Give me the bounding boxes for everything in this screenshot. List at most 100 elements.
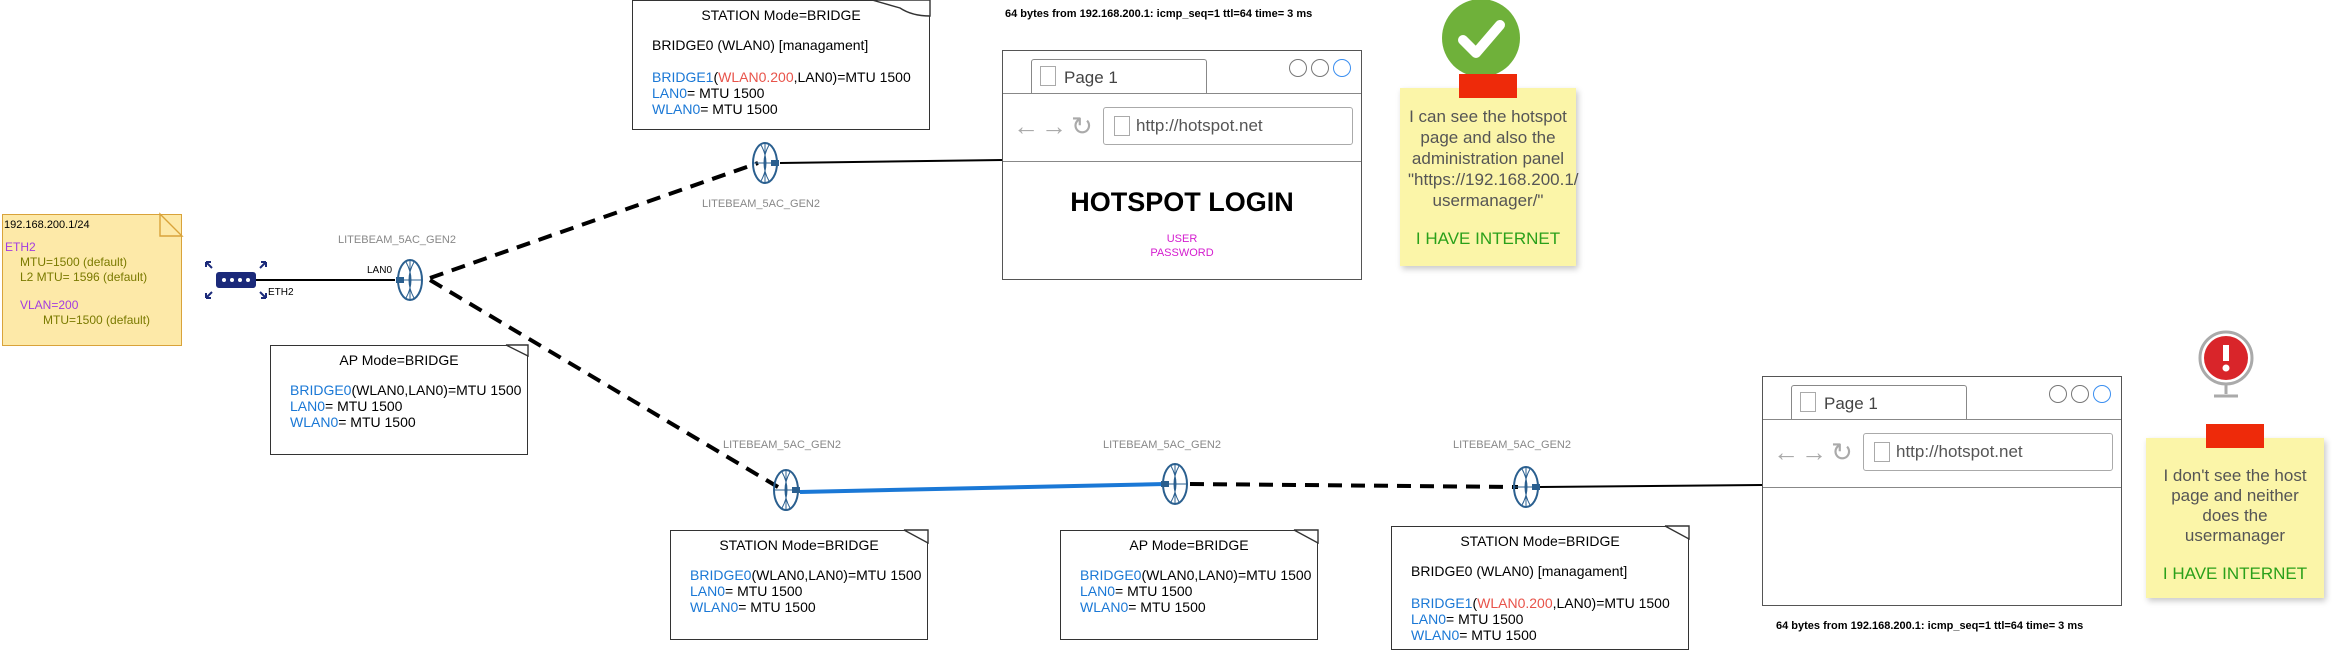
iface-l2mtu: L2 MTU= 1596 (default)	[20, 270, 148, 284]
url-page-icon	[1114, 116, 1130, 136]
window-button-1[interactable]	[2049, 385, 2067, 403]
wlan0-name: WLAN0	[1411, 627, 1460, 643]
wireless-link-top	[429, 161, 759, 280]
wlan0-config: = MTU 1500	[338, 414, 416, 430]
tabbar-divider	[1003, 93, 1361, 94]
wlan0-name: WLAN0	[290, 414, 339, 430]
bridge0-name: BRIDGE0	[690, 567, 752, 583]
bridge1-vlan: WLAN0.200	[1477, 595, 1553, 611]
bridge0-name: BRIDGE0	[1080, 567, 1142, 583]
station-top-config-note: STATION Mode=BRIDGE BRIDGE0 (WLAN0) [man…	[632, 0, 930, 130]
lan-link-bottom	[1539, 484, 1763, 488]
wlan0-config: = MTU 1500	[1459, 627, 1537, 643]
wlan0-config: = MTU 1500	[700, 101, 778, 117]
window-button-3[interactable]	[1333, 59, 1351, 77]
note-title: AP Mode=BRIDGE	[1129, 537, 1249, 553]
bridge0-name: BRIDGE0	[290, 382, 352, 398]
wireless-link-chain	[1189, 482, 1519, 489]
antenna-icon-chain-1	[773, 469, 800, 511]
lan0-config: = MTU 1500	[725, 583, 803, 599]
browser-tab[interactable]: Page 1	[1031, 59, 1207, 94]
wlan0-name: WLAN0	[1080, 599, 1129, 615]
alert-icon	[2198, 330, 2254, 398]
lan0-line: LAN0= MTU 1500	[290, 398, 527, 414]
wlan0-line: WLAN0= MTU 1500	[290, 414, 527, 430]
page-icon	[1800, 392, 1816, 412]
bridge0-line: BRIDGE0(WLAN0,LAN0)=MTU 1500	[690, 567, 927, 583]
mgmt-line: BRIDGE0 (WLAN0) [managament]	[1411, 563, 1628, 579]
url-text: http://hotspot.net	[1136, 116, 1263, 135]
antenna-icon-station-top	[752, 142, 779, 184]
ap-port-label: LAN0	[367, 265, 393, 276]
lan0-config: = MTU 1500	[1115, 583, 1193, 599]
vlan-name: VLAN=200	[20, 298, 79, 312]
bridge0-config: (WLAN0,LAN0)=MTU 1500	[751, 567, 922, 583]
forward-arrow-icon[interactable]: →	[1041, 111, 1067, 141]
window-button-2[interactable]	[2071, 385, 2089, 403]
ptp-link	[799, 482, 1166, 494]
reload-icon[interactable]: ↻	[1831, 437, 1853, 467]
lan0-config: = MTU 1500	[1446, 611, 1524, 627]
lan0-config: = MTU 1500	[325, 398, 403, 414]
tab-label: Page 1	[1824, 394, 1878, 413]
bridge0-config: (WLAN0,LAN0)=MTU 1500	[1141, 567, 1312, 583]
lan0-config: = MTU 1500	[687, 85, 765, 101]
browser-window-top: Page 1 ← → ↻ http://hotspot.net HOTSPOT …	[1002, 50, 1362, 280]
wlan0-line: WLAN0= MTU 1500	[652, 101, 929, 117]
ping-output-bottom: 64 bytes from 192.168.200.1: icmp_seq=1 …	[1776, 620, 2084, 632]
lan0-name: LAN0	[690, 583, 726, 599]
router-icon	[205, 261, 267, 299]
back-arrow-icon[interactable]: ←	[1013, 111, 1039, 141]
note-title: STATION Mode=BRIDGE	[701, 7, 861, 23]
bridge1-open: (	[713, 69, 719, 85]
lan0-line: LAN0= MTU 1500	[1080, 583, 1317, 599]
bridge1-name: BRIDGE1	[1411, 595, 1473, 611]
sticky-tape	[2206, 424, 2264, 448]
chain-config-note-1: STATION Mode=BRIDGE BRIDGE0(WLAN0,LAN0)=…	[670, 530, 928, 640]
url-text: http://hotspot.net	[1896, 442, 2023, 461]
window-button-1[interactable]	[1289, 59, 1307, 77]
lan0-name: LAN0	[1080, 583, 1116, 599]
back-arrow-icon[interactable]: ←	[1773, 437, 1799, 467]
tab-label: Page 1	[1064, 68, 1118, 87]
wlan0-name: WLAN0	[690, 599, 739, 615]
user-field-label: USER	[1166, 233, 1198, 245]
ping-output-top: 64 bytes from 192.168.200.1: icmp_seq=1 …	[1005, 8, 1313, 20]
antenna-icon-chain-3	[1513, 466, 1540, 508]
forward-arrow-icon[interactable]: →	[1801, 437, 1827, 467]
station-top-device-label: LITEBEAM_5AC_GEN2	[702, 198, 820, 210]
bridge1-line: BRIDGE1(WLAN0.200,LAN0)=MTU 1500	[1411, 595, 1688, 611]
ap-main-config-note: AP Mode=BRIDGE BRIDGE0(WLAN0,LAN0)=MTU 1…	[270, 345, 528, 455]
wlan0-config: = MTU 1500	[738, 599, 816, 615]
browser-window-bottom: Page 1 ← → ↻ http://hotspot.net	[1762, 376, 2122, 606]
chain-config-note-3: STATION Mode=BRIDGE BRIDGE0 (WLAN0) [man…	[1391, 526, 1689, 650]
url-bar[interactable]: http://hotspot.net	[1103, 107, 1353, 145]
checkmark-icon	[1442, 0, 1520, 77]
lan0-line: LAN0= MTU 1500	[652, 85, 929, 101]
window-button-3[interactable]	[2093, 385, 2111, 403]
bridge1-open: (	[1472, 595, 1478, 611]
ip-config-note: 192.168.200.1/24 ETH2 MTU=1500 (default)…	[2, 214, 182, 346]
url-page-icon	[1874, 442, 1890, 462]
bridge0-line: BRIDGE0(WLAN0,LAN0)=MTU 1500	[290, 382, 527, 398]
browser-tab[interactable]: Page 1	[1791, 385, 1967, 420]
note-title: STATION Mode=BRIDGE	[719, 537, 879, 553]
chain-config-note-2: AP Mode=BRIDGE BRIDGE0(WLAN0,LAN0)=MTU 1…	[1060, 530, 1318, 640]
window-button-2[interactable]	[1311, 59, 1329, 77]
bridge1-config: ,LAN0)=MTU 1500	[793, 69, 911, 85]
url-bar[interactable]: http://hotspot.net	[1863, 433, 2113, 471]
bridge0-line: BRIDGE0(WLAN0,LAN0)=MTU 1500	[1080, 567, 1317, 583]
lan0-name: LAN0	[290, 398, 326, 414]
note-title: AP Mode=BRIDGE	[339, 352, 459, 368]
sticky-tape	[1459, 74, 1517, 98]
bridge1-config: ,LAN0)=MTU 1500	[1552, 595, 1670, 611]
bridge1-name: BRIDGE1	[652, 69, 714, 85]
sticky-text: I don't see the host page and neither do…	[2163, 466, 2307, 545]
sticky-status: I HAVE INTERNET	[1415, 229, 1561, 248]
reload-icon[interactable]: ↻	[1071, 111, 1093, 141]
note-title: STATION Mode=BRIDGE	[1460, 533, 1620, 549]
chain-device-label-1: LITEBEAM_5AC_GEN2	[723, 439, 841, 451]
lan-link-top	[779, 159, 1004, 164]
wlan0-config: = MTU 1500	[1128, 599, 1206, 615]
